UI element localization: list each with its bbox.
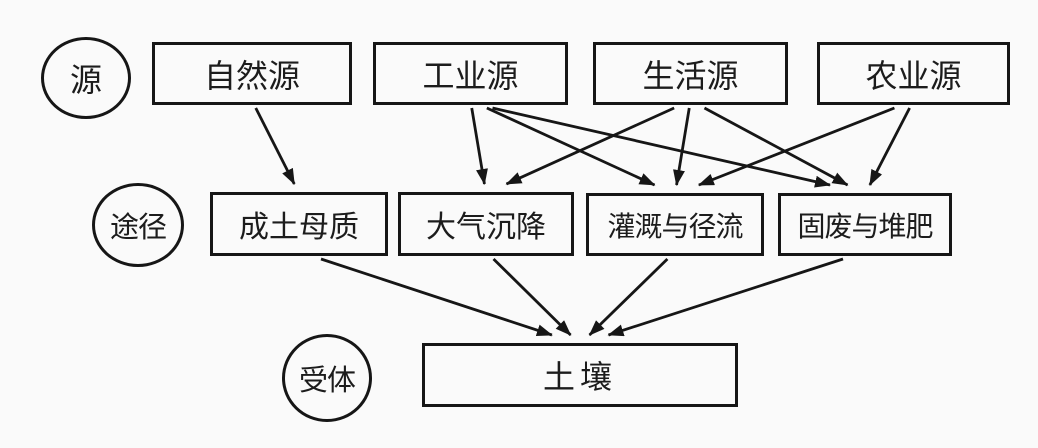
node-soil-parent-material: 成土母质 xyxy=(210,192,388,256)
node-solid-waste-and-compost: 固废与堆肥 xyxy=(778,193,952,256)
node-atmospheric-deposition-label: 大气沉降 xyxy=(426,210,546,245)
node-natural-source-label: 自然源 xyxy=(203,56,300,95)
arrow-agricultural-source-to-irrigation-and-runoff xyxy=(697,106,895,187)
node-irrigation-and-runoff: 灌溉与径流 xyxy=(586,193,764,256)
arrow-soil-parent-material-to-soil xyxy=(320,257,553,337)
node-soil: 土壤 xyxy=(422,343,738,407)
node-soil-parent-material-label: 成土母质 xyxy=(239,210,359,245)
arrow-industrial-source-to-irrigation-and-runoff xyxy=(486,106,656,187)
arrow-domestic-source-to-solid-waste-and-compost xyxy=(703,106,849,187)
node-agricultural-source: 农业源 xyxy=(817,42,1010,105)
arrow-natural-source-to-soil-parent-material xyxy=(254,107,296,185)
node-domestic-source-label: 生活源 xyxy=(642,56,739,95)
arrow-industrial-source-to-solid-waste-and-compost xyxy=(492,106,831,188)
arrow-atmospheric-deposition-to-soil xyxy=(492,258,572,336)
node-agricultural-source-label: 农业源 xyxy=(865,56,962,95)
node-domestic-source: 生活源 xyxy=(593,42,788,105)
row-label-pathway-text: 途径 xyxy=(109,210,167,244)
node-solid-waste-and-compost-label: 固废与堆肥 xyxy=(797,209,933,243)
arrow-domestic-source-to-atmospheric-deposition xyxy=(505,106,675,186)
arrow-solid-waste-and-compost-to-soil xyxy=(607,257,844,337)
node-natural-source: 自然源 xyxy=(152,42,352,105)
node-industrial-source: 工业源 xyxy=(373,42,568,105)
row-label-source-circle: 源 xyxy=(41,37,131,119)
arrow-domestic-source-to-irrigation-and-runoff xyxy=(673,107,691,186)
node-industrial-source-label: 工业源 xyxy=(422,56,519,95)
node-atmospheric-deposition: 大气沉降 xyxy=(398,192,574,256)
arrow-industrial-source-to-atmospheric-deposition xyxy=(470,107,488,185)
arrow-agricultural-source-to-solid-waste-and-compost xyxy=(868,107,911,186)
node-irrigation-and-runoff-label: 灌溉与径流 xyxy=(607,209,743,243)
arrow-irrigation-and-runoff-to-soil xyxy=(588,257,669,337)
node-soil-label: 土壤 xyxy=(542,358,617,396)
row-label-receptor-text: 受体 xyxy=(298,363,356,397)
row-label-pathway-circle: 途径 xyxy=(92,183,184,267)
row-label-source-text: 源 xyxy=(69,61,102,99)
row-label-receptor-circle: 受体 xyxy=(282,334,372,422)
